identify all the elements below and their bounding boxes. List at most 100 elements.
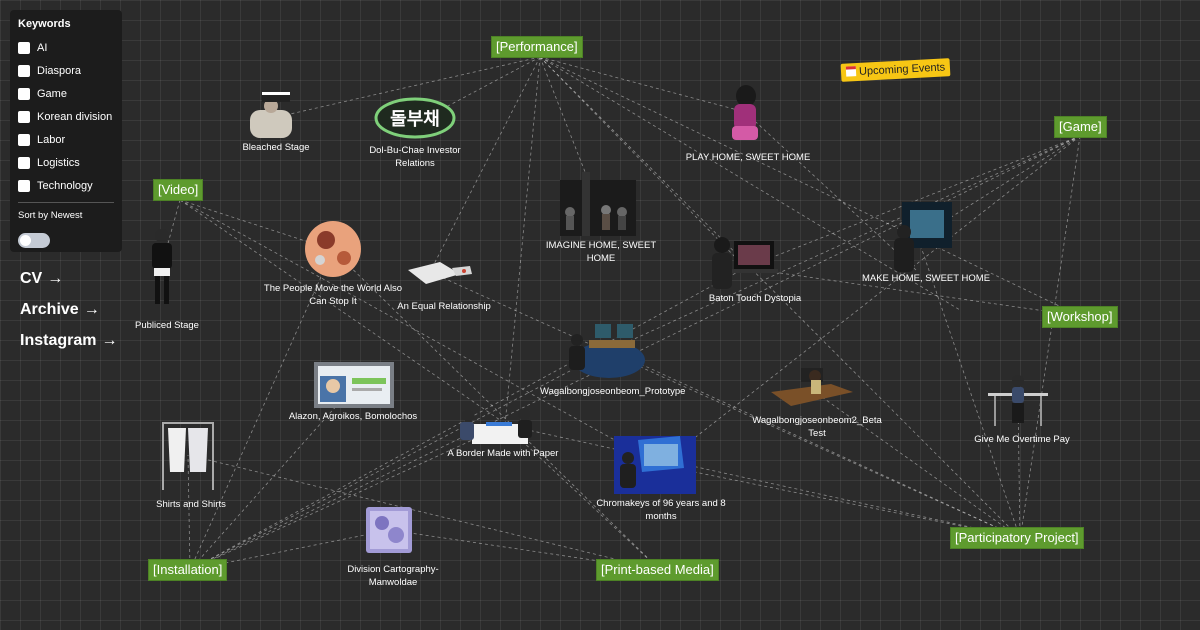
keywords-title: Keywords: [18, 18, 71, 30]
checkbox[interactable]: [18, 87, 30, 100]
wagalbong-beta-thumbnail: [771, 368, 853, 406]
keyword-label: Korean division: [37, 110, 113, 123]
connection-line: [189, 384, 356, 571]
bleached-stage-thumbnail: [250, 92, 292, 138]
project-label: An Equal Relationship: [397, 301, 491, 312]
project-label: IMAGINE HOME, SWEET HOME: [545, 240, 657, 264]
checkbox[interactable]: [18, 133, 30, 146]
connection-line: [179, 199, 661, 466]
connection-line: [539, 56, 961, 311]
archive-label: Archive: [20, 301, 79, 318]
connection-line: [179, 199, 501, 421]
project-label: Bleached Stage: [242, 142, 310, 153]
project-label: Dol-Bu-Chae Investor Relations: [369, 145, 461, 169]
border-paper-thumbnail: [460, 408, 532, 444]
connection-line: [609, 135, 1081, 351]
checkbox[interactable]: [18, 41, 30, 54]
connection-line: [504, 56, 541, 426]
category-participatory-project[interactable]: [Participatory Project]: [950, 527, 1084, 549]
make-home-thumbnail: [894, 202, 952, 272]
connection-line: [744, 111, 917, 271]
project-label: MAKE HOME, SWEET HOME: [861, 273, 991, 284]
checkbox[interactable]: [18, 64, 30, 77]
checkbox[interactable]: [18, 156, 30, 169]
project-label: Shirts and Shirts: [156, 499, 226, 510]
project-label: Give Me Overtime Pay: [974, 434, 1070, 445]
keyword-labor[interactable]: Labor: [18, 128, 114, 151]
connection-line: [189, 424, 506, 571]
connection-line: [811, 389, 1021, 539]
connection-line: [659, 135, 1081, 466]
arrow-icon: →: [83, 301, 100, 318]
cv-label: CV: [20, 270, 43, 287]
wagalbong-prototype-thumbnail: [569, 324, 645, 378]
calendar-icon: [845, 66, 857, 77]
checkbox[interactable]: [18, 179, 30, 192]
divider: [18, 202, 114, 203]
project-label: The People Move the World Also Can Stop …: [263, 283, 403, 307]
connection-line: [917, 237, 1021, 539]
category-performance[interactable]: [Performance]: [491, 36, 583, 58]
shirts-thumbnail: [162, 422, 214, 490]
project-label: Alazon, Agroikos, Bomolochos: [288, 411, 418, 422]
arrow-icon: →: [101, 332, 118, 349]
keyword-logistics[interactable]: Logistics: [18, 151, 114, 174]
keyword-diaspora[interactable]: Diaspora: [18, 59, 114, 82]
keyword-technology[interactable]: Technology: [18, 174, 114, 197]
dol-bu-chae-logo: 돌부채: [374, 97, 456, 139]
keyword-ai[interactable]: AI: [18, 36, 114, 59]
archive-link[interactable]: Archive→: [20, 301, 100, 319]
keyword-korean-division[interactable]: Korean division: [18, 105, 114, 128]
category-video[interactable]: [Video]: [153, 179, 204, 201]
division-cartography-thumbnail: [366, 507, 412, 553]
connection-line: [187, 454, 191, 571]
keyword-game[interactable]: Game: [18, 82, 114, 105]
project-label: A Border Made with Paper: [447, 448, 559, 459]
imagine-home-thumbnail: [560, 172, 636, 236]
upcoming-events-label: Upcoming Events: [858, 61, 946, 78]
cv-link[interactable]: CV→: [20, 270, 63, 288]
connection-line: [332, 249, 661, 571]
connection-line: [1019, 135, 1081, 541]
equal-relationship-thumbnail: [408, 262, 472, 284]
connection-line: [429, 56, 541, 273]
connection-line: [187, 454, 661, 571]
checkbox[interactable]: [18, 110, 30, 123]
connection-line: [539, 56, 746, 113]
keyword-label: Game: [37, 87, 67, 100]
project-label: Wagalbongjoseonbeom_Prototype: [540, 386, 686, 397]
toggle-knob: [20, 235, 31, 246]
project-label: Chromakeys of 96 years and 8 months: [596, 498, 726, 522]
keyword-label: Diaspora: [37, 64, 82, 77]
connection-line: [189, 349, 611, 571]
keyword-label: Technology: [37, 179, 93, 192]
connection-line: [504, 424, 1021, 539]
connection-line: [744, 267, 1081, 317]
dol-bu-chae-logo-text: 돌부채: [390, 109, 440, 130]
category-workshop[interactable]: [Workshop]: [1042, 306, 1118, 328]
sort-toggle[interactable]: [18, 233, 50, 248]
project-label: Division Cartography-Manwoldae: [347, 564, 439, 588]
connection-line: [276, 56, 541, 118]
people-move-thumbnail: [305, 221, 361, 277]
publiced-stage-thumbnail: [152, 229, 172, 304]
arrow-icon: →: [47, 270, 64, 287]
project-label: Baton Touch Dystopia: [708, 293, 802, 304]
category-print-based-media[interactable]: [Print-based Media]: [596, 559, 719, 581]
chromakeys-thumbnail: [614, 436, 696, 494]
keyword-label: Labor: [37, 133, 66, 146]
alazon-thumbnail: [314, 362, 394, 408]
connection-line: [539, 56, 1021, 539]
project-label: Publiced Stage: [135, 320, 199, 331]
baton-touch-thumbnail: [712, 237, 778, 289]
category-installation[interactable]: [Installation]: [148, 559, 228, 581]
keyword-label: AI: [37, 41, 48, 54]
project-label: PLAY HOME, SWEET HOME: [685, 152, 811, 163]
connection-line: [659, 464, 1021, 539]
instagram-link[interactable]: Instagram→: [20, 332, 117, 350]
connection-line: [539, 56, 919, 239]
connection-line: [189, 529, 391, 571]
instagram-label: Instagram: [20, 332, 97, 349]
category-game[interactable]: [Game]: [1054, 116, 1107, 138]
sort-label: Sort by Newest: [18, 210, 83, 221]
